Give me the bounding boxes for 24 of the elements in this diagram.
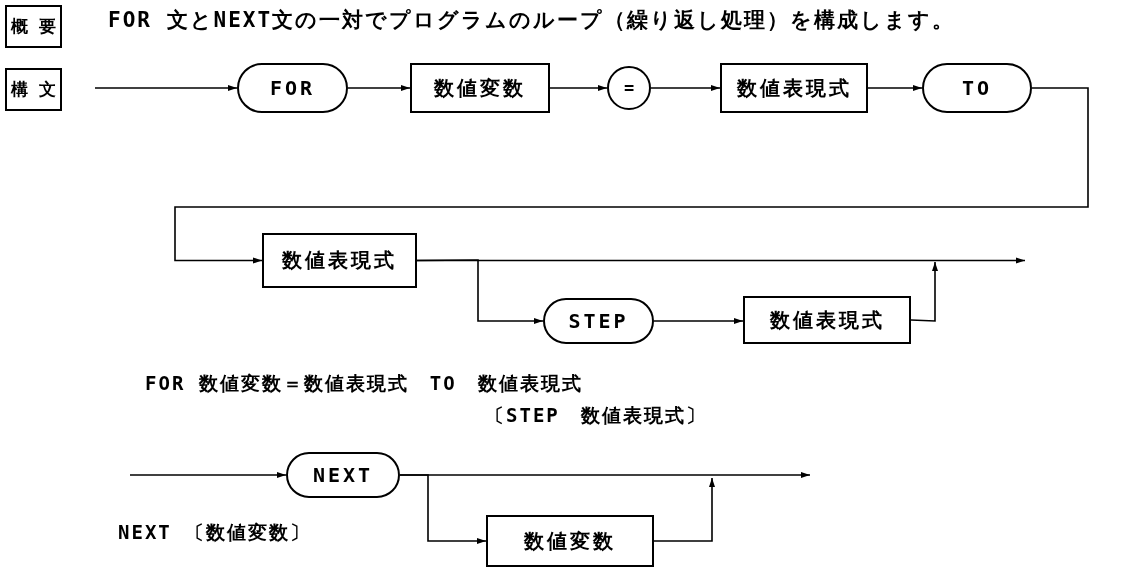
arrow: [174, 87, 1089, 264]
box-node: 数値変数: [410, 63, 550, 113]
arrow: [653, 477, 715, 542]
box-node: 概 要: [5, 5, 62, 48]
arrow: [399, 474, 487, 544]
syntax-text: NEXT 〔数値変数〕: [118, 520, 312, 545]
box-node: 構 文: [5, 68, 62, 111]
box-node: 数値変数: [486, 515, 654, 567]
syntax-text: FOR 数値変数＝数値表現式 TO 数値表現式: [145, 371, 583, 396]
arrow: [347, 85, 411, 91]
arrow: [416, 259, 544, 324]
arrow: [653, 318, 744, 324]
arrow: [650, 85, 721, 91]
description-text: FOR 文とNEXT文の一対でプログラムのループ（繰り返し処理）を構成します。: [108, 8, 957, 33]
circle-node: =: [607, 66, 651, 110]
box-node: 数値表現式: [743, 296, 911, 344]
arrow: [867, 85, 923, 91]
arrow: [549, 85, 608, 91]
arrow: [94, 85, 238, 91]
syntax-text: 〔STEP 数値表現式〕: [485, 403, 707, 428]
arrow: [129, 472, 287, 478]
arrow: [910, 261, 938, 322]
box-node: 数値表現式: [720, 63, 868, 113]
box-node: 数値表現式: [262, 233, 417, 288]
